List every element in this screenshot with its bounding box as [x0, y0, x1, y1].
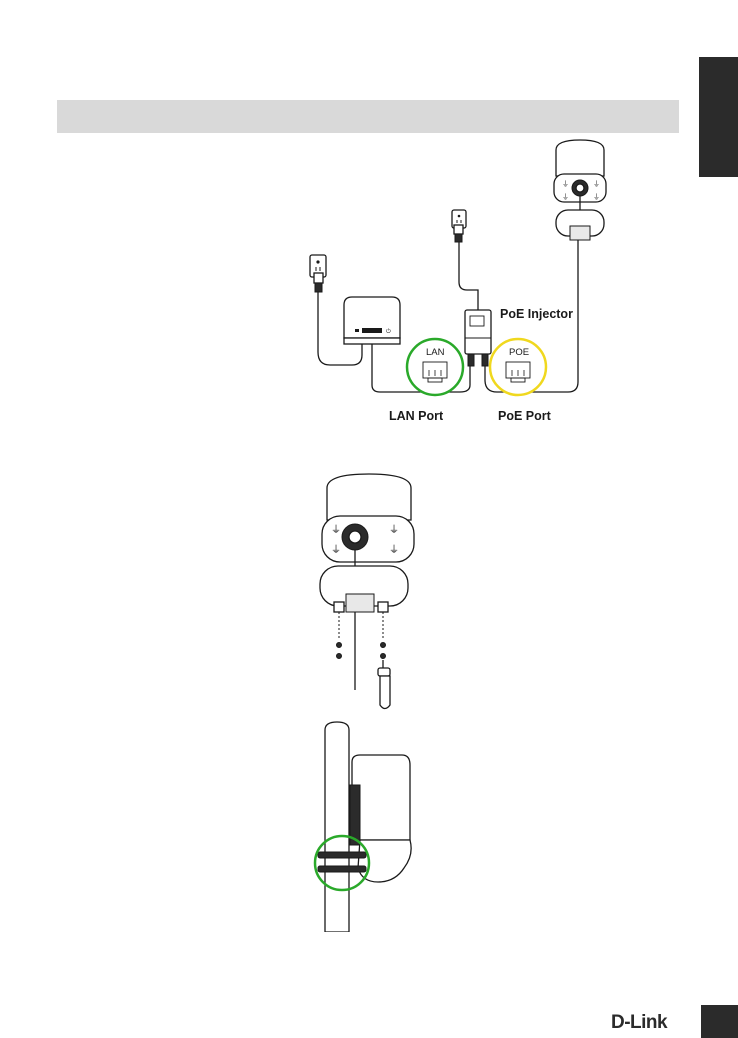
- access-point-icon: ⏚ ⏚ ⏚ ⏚: [554, 140, 606, 240]
- pole-mount-icon: [318, 722, 411, 932]
- cable-installation-diagram: ⏚ ⏚ ⏚ ⏚: [315, 470, 425, 720]
- svg-text:⏚: ⏚: [562, 180, 569, 188]
- svg-text:⏚: ⏚: [593, 180, 600, 188]
- poe-zoom-label: POE: [509, 347, 529, 358]
- svg-text:⏚: ⏚: [593, 193, 600, 201]
- svg-text:⏚: ⏚: [331, 524, 341, 536]
- svg-text:⏚: ⏚: [331, 544, 341, 556]
- lan-zoom-label: LAN: [426, 347, 444, 358]
- language-side-tab: [699, 57, 738, 177]
- poe-injector-label: PoE Injector: [500, 307, 573, 321]
- connection-diagram: ⏻ ⏚ ⏚ ⏚ ⏚: [290, 135, 690, 435]
- cable-gland-icon: [378, 668, 390, 709]
- svg-text:⏻: ⏻: [386, 328, 391, 335]
- pole-mount-diagram: [312, 720, 422, 932]
- poe-injector-icon: [465, 310, 491, 366]
- poe-port-label: PoE Port: [498, 409, 551, 423]
- access-point-icon: ⏚ ⏚ ⏚ ⏚: [320, 474, 414, 612]
- section-header-bar: [57, 100, 679, 133]
- svg-text:⏚: ⏚: [562, 193, 569, 201]
- power-outlet-icon: [310, 255, 326, 292]
- svg-text:⏚: ⏚: [389, 544, 399, 556]
- router-icon: ⏻: [344, 297, 400, 344]
- d-link-logo: D-Link: [611, 1012, 667, 1034]
- power-outlet-icon: [452, 210, 466, 242]
- page-number-tab: [701, 1005, 738, 1038]
- svg-text:⏚: ⏚: [389, 524, 399, 536]
- lan-port-label: LAN Port: [389, 409, 443, 423]
